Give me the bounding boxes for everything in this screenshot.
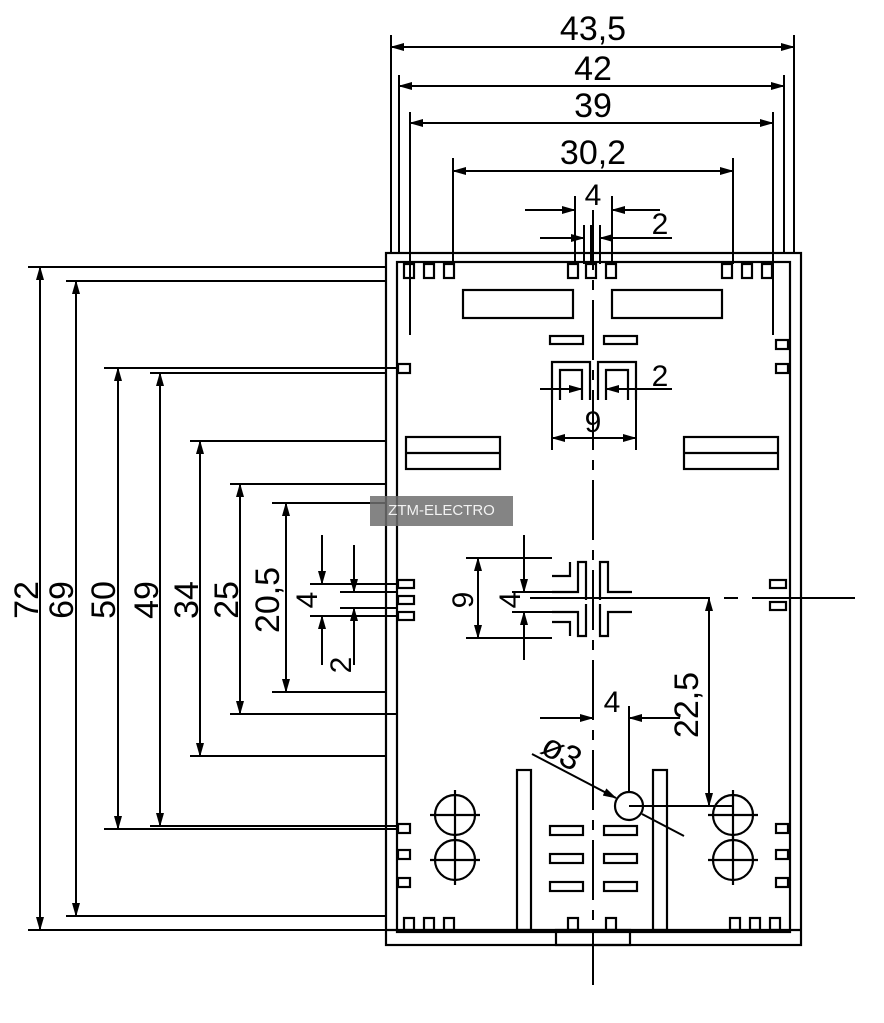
label-pitch-9-mid: 9 bbox=[585, 406, 602, 439]
label-39: 39 bbox=[574, 87, 612, 125]
bottom-rail-notches bbox=[402, 916, 782, 932]
label-34: 34 bbox=[168, 581, 206, 619]
right-wall-slots bbox=[768, 338, 790, 889]
label-69: 69 bbox=[43, 581, 81, 619]
top-rail-notches bbox=[402, 262, 774, 280]
label-42: 42 bbox=[574, 50, 612, 88]
window-top-right bbox=[610, 288, 724, 320]
label-22-5: 22,5 bbox=[668, 672, 706, 738]
bottom-rib-right bbox=[651, 768, 669, 932]
bottom-rib-left bbox=[515, 768, 533, 932]
label-hole-diameter: ø3 bbox=[535, 726, 588, 779]
watermark-label: ZTM-ELECTRO bbox=[370, 496, 513, 526]
label-slot-2-top: 2 bbox=[652, 208, 669, 241]
label-slot-4-left: 4 bbox=[291, 592, 324, 609]
label-43-5: 43,5 bbox=[560, 10, 626, 48]
label-50: 50 bbox=[85, 581, 123, 619]
window-top-left bbox=[461, 288, 575, 320]
label-slot-4-center: 4 bbox=[494, 592, 527, 609]
dim-line-diameter bbox=[531, 753, 617, 799]
bottom-vents bbox=[548, 824, 639, 893]
label-72: 72 bbox=[8, 581, 46, 619]
label-slot-2-mid: 2 bbox=[652, 360, 669, 393]
center-cross-contacts bbox=[552, 560, 632, 638]
label-pitch-9-center: 9 bbox=[447, 592, 480, 609]
label-slot-4-top: 4 bbox=[585, 179, 602, 212]
label-20-5: 20,5 bbox=[249, 567, 287, 633]
label-30-2: 30,2 bbox=[560, 134, 626, 172]
label-hole-offset-4: 4 bbox=[604, 686, 621, 719]
label-25: 25 bbox=[208, 581, 246, 619]
label-slot-2-left: 2 bbox=[325, 657, 358, 674]
label-49: 49 bbox=[128, 581, 166, 619]
mounting-holes bbox=[430, 790, 758, 885]
